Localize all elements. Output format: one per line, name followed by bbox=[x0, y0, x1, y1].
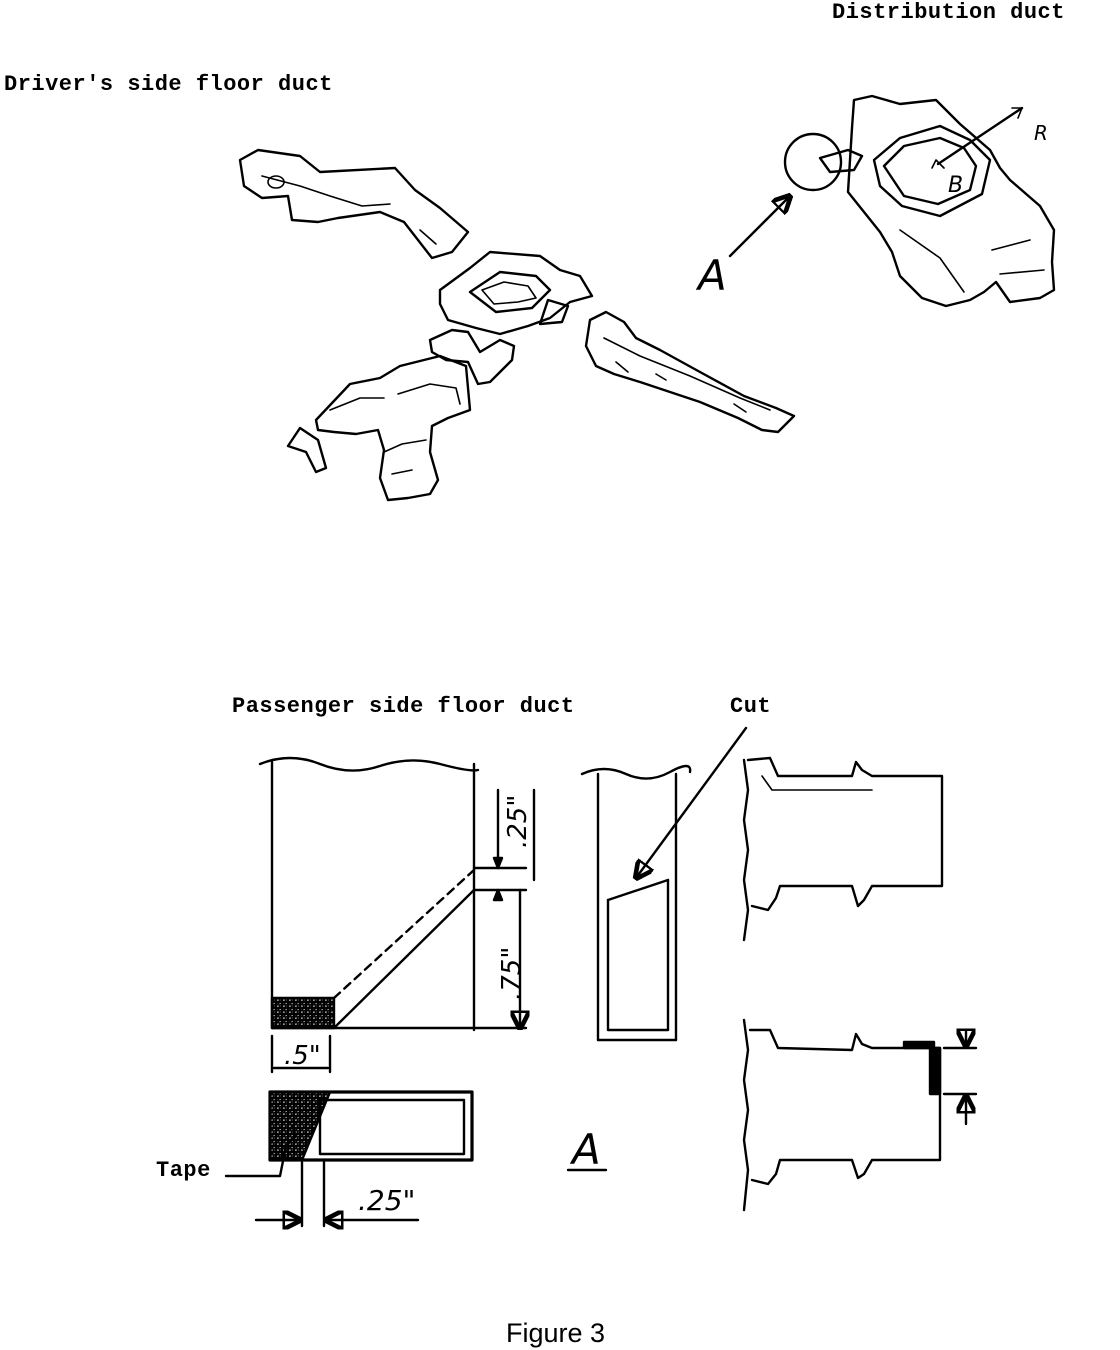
view-b-letter: B bbox=[948, 173, 963, 198]
tape-label: Tape bbox=[156, 1158, 211, 1183]
distribution-duct-sketch: A B R bbox=[695, 94, 1056, 308]
drivers-side-floor-duct-label: Driver's side floor duct bbox=[4, 72, 333, 97]
drivers-side-duct-sketch bbox=[238, 148, 796, 502]
view-b-arrow-letter: R bbox=[1034, 121, 1048, 145]
duct-profile-top bbox=[742, 756, 944, 942]
dim-05: .5" bbox=[284, 1041, 321, 1071]
dim-05-group bbox=[270, 1034, 332, 1074]
dim-025-bottom: .25" bbox=[358, 1184, 415, 1217]
figure-caption: Figure 3 bbox=[506, 1318, 606, 1348]
dim-075: .75" bbox=[497, 947, 527, 1000]
duct-cut-side-view bbox=[580, 726, 748, 1042]
duct-profile-bottom bbox=[742, 1018, 978, 1212]
view-a-letter-top: A bbox=[695, 251, 727, 300]
view-a-letter-bottom: A bbox=[569, 1125, 601, 1174]
passenger-side-floor-duct-label: Passenger side floor duct bbox=[232, 694, 575, 719]
distribution-duct-label: Distribution duct bbox=[832, 0, 1065, 25]
duct-end-view-a bbox=[224, 1090, 474, 1226]
cut-label: Cut bbox=[730, 694, 772, 719]
dim-025-top: .25" bbox=[503, 795, 533, 848]
passenger-duct-front-view bbox=[258, 756, 536, 1032]
